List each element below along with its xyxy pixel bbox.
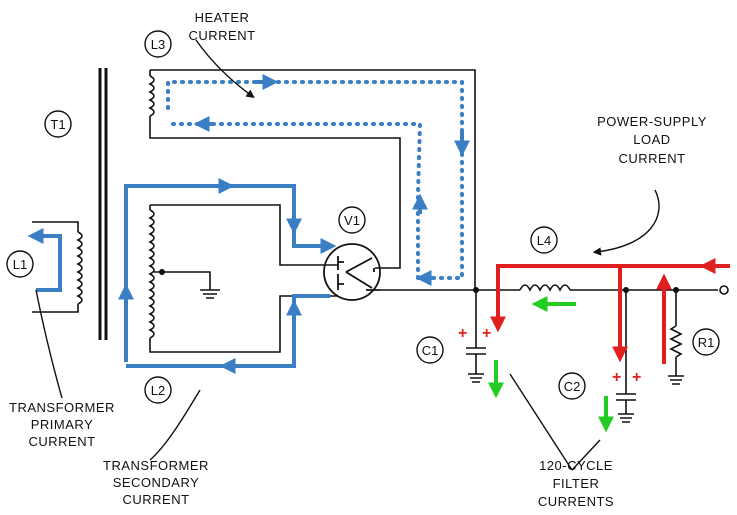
svg-text:FILTER: FILTER [553, 476, 600, 491]
caption-transformer-primary-current: TRANSFORMER PRIMARY CURRENT [9, 400, 115, 449]
svg-text:C2: C2 [564, 379, 581, 394]
svg-text:POWER-SUPPLY: POWER-SUPPLY [597, 114, 707, 129]
label-l2: L2 [144, 376, 172, 404]
svg-text:CURRENT: CURRENT [618, 151, 685, 166]
svg-text:CURRENTS: CURRENTS [538, 494, 614, 509]
junction-c1 [473, 287, 479, 293]
svg-text:V1: V1 [344, 213, 360, 228]
svg-text:+: + [632, 369, 641, 386]
svg-text:120-CYCLE: 120-CYCLE [539, 458, 613, 473]
tube-v1 [323, 243, 381, 301]
svg-text:L1: L1 [13, 257, 27, 272]
capacitor-polarity-marks: + + + + [458, 325, 641, 386]
svg-text:+: + [612, 369, 621, 386]
caption-heater-current: HEATER CURRENT [188, 10, 255, 43]
svg-text:+: + [482, 325, 491, 342]
heater-current-arrows [193, 74, 470, 286]
label-r1: R1 [692, 328, 720, 356]
junction-c2 [623, 287, 629, 293]
junction-r1 [673, 287, 679, 293]
svg-text:CURRENT: CURRENT [122, 492, 189, 507]
heater-winding [148, 69, 476, 290]
svg-text:T1: T1 [50, 117, 65, 132]
heater-current-path [166, 80, 464, 280]
transformer-core [98, 68, 108, 340]
svg-text:HEATER: HEATER [195, 10, 250, 25]
label-v1: V1 [338, 206, 366, 234]
svg-text:CURRENT: CURRENT [28, 434, 95, 449]
svg-text:TRANSFORMER: TRANSFORMER [103, 458, 209, 473]
label-c2: C2 [558, 372, 586, 400]
svg-text:L2: L2 [151, 383, 165, 398]
label-l1: L1 [6, 250, 34, 278]
svg-text:L4: L4 [537, 233, 551, 248]
filter-current-arrows [488, 296, 614, 433]
svg-text:R1: R1 [698, 335, 715, 350]
caption-transformer-secondary-current: TRANSFORMER SECONDARY CURRENT [103, 458, 209, 507]
svg-text:C1: C1 [422, 343, 439, 358]
secondary-winding [148, 204, 338, 353]
caption-power-supply-load-current: POWER-SUPPLY LOAD CURRENT [597, 114, 707, 166]
svg-text:CURRENT: CURRENT [188, 28, 255, 43]
center-tap-dot [159, 269, 165, 275]
label-l3: L3 [144, 30, 172, 58]
label-l4: L4 [530, 226, 558, 254]
svg-text:+: + [458, 325, 467, 342]
svg-text:TRANSFORMER: TRANSFORMER [9, 400, 115, 415]
svg-text:LOAD: LOAD [633, 132, 670, 147]
load-current-path [490, 258, 730, 364]
primary-current-path [27, 228, 62, 292]
label-t1: T1 [44, 110, 72, 138]
leader-lines [35, 39, 660, 471]
secondary-current-path [118, 178, 337, 374]
label-c1: C1 [416, 336, 444, 364]
svg-text:SECONDARY: SECONDARY [113, 475, 200, 490]
primary-winding [32, 221, 83, 313]
svg-text:PRIMARY: PRIMARY [31, 417, 94, 432]
output-wiring [380, 284, 729, 423]
svg-text:L3: L3 [151, 37, 165, 52]
caption-filter-currents: 120-CYCLE FILTER CURRENTS [538, 458, 614, 509]
